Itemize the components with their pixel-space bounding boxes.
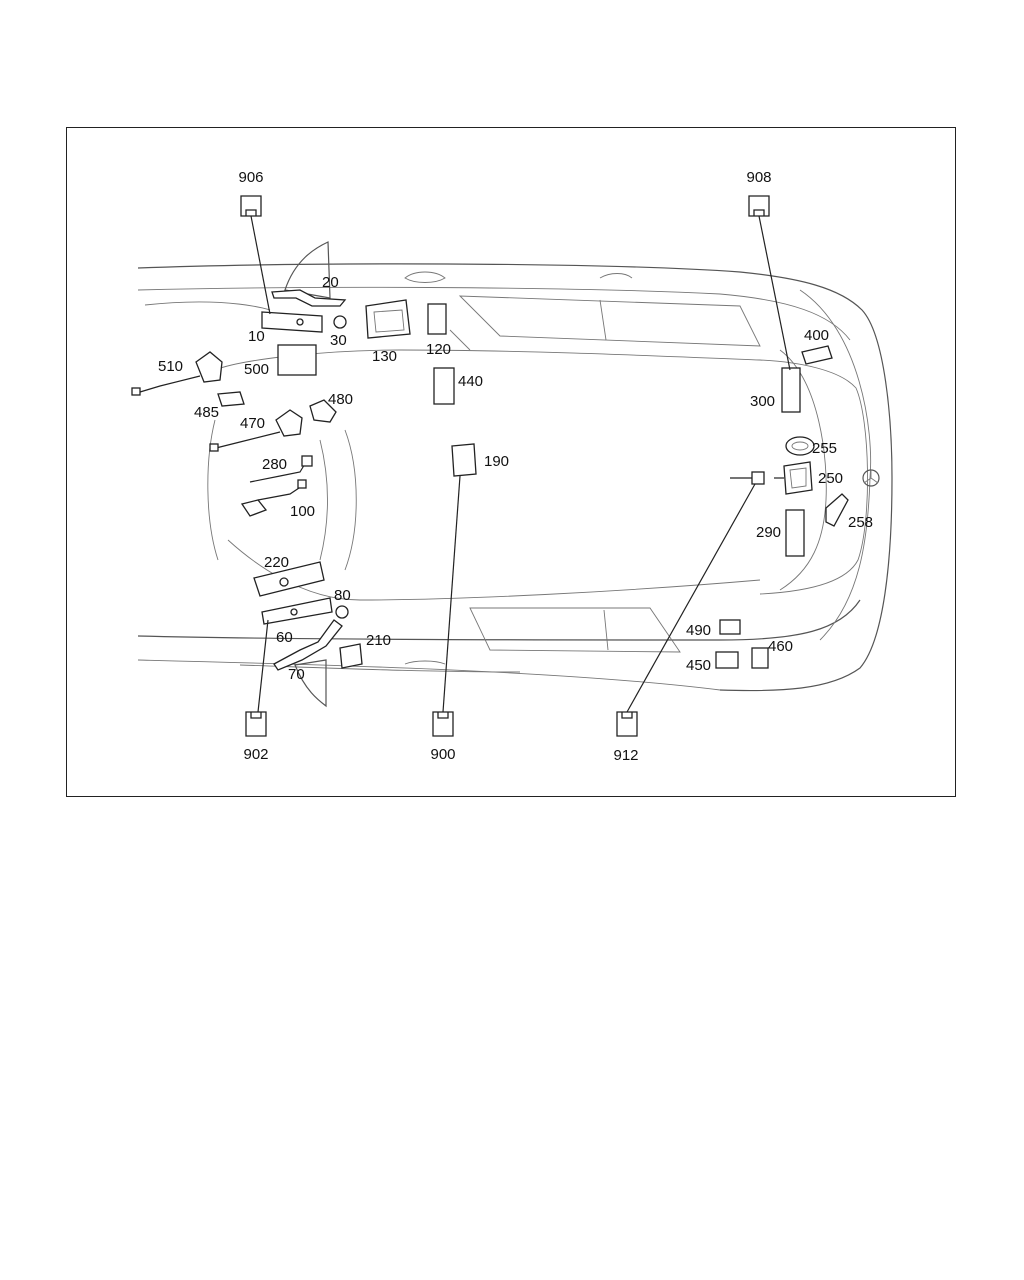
part-label: 70	[288, 666, 305, 683]
part-label: 80	[334, 587, 351, 604]
connector-symbol-908	[748, 195, 770, 217]
diagram-frame	[66, 127, 956, 797]
part-label: 280	[262, 456, 287, 473]
callout-labels: 906 908 902 900 912	[238, 169, 771, 764]
part-label: 480	[328, 391, 353, 408]
part-label: 510	[158, 358, 183, 375]
part-label: 500	[244, 361, 269, 378]
part-label: 290	[756, 524, 781, 541]
part-label: 258	[848, 514, 873, 531]
part-labels: 10 20 30 60 70 80 100 120 130 190 210 22…	[158, 274, 873, 683]
part-label: 400	[804, 327, 829, 344]
connector-symbol-900	[432, 711, 454, 737]
part-label: 300	[750, 393, 775, 410]
callout-label: 908	[746, 169, 771, 186]
callout-symbols	[240, 195, 770, 737]
part-label: 190	[484, 453, 509, 470]
connector-symbol-906	[240, 195, 262, 217]
part-label: 30	[330, 332, 347, 349]
part-label: 470	[240, 415, 265, 432]
leader-lines	[250, 215, 791, 713]
callout-label: 900	[430, 746, 455, 763]
part-label: 120	[426, 341, 451, 358]
part-label: 60	[276, 629, 293, 646]
vehicle-outline	[137, 241, 893, 708]
connector-symbol-902	[245, 711, 267, 737]
part-label: 490	[686, 622, 711, 639]
parts	[131, 289, 849, 671]
callout-label: 912	[613, 747, 638, 764]
part-label: 460	[768, 638, 793, 655]
connector-symbol-912	[616, 711, 638, 737]
part-label: 210	[366, 632, 391, 649]
part-label: 440	[458, 373, 483, 390]
part-label: 20	[322, 274, 339, 291]
part-label: 255	[812, 440, 837, 457]
part-label: 100	[290, 503, 315, 520]
part-label: 10	[248, 328, 265, 345]
callout-label: 902	[243, 746, 268, 763]
part-label: 220	[264, 554, 289, 571]
callout-label: 906	[238, 169, 263, 186]
part-label: 485	[194, 404, 219, 421]
part-label: 250	[818, 470, 843, 487]
part-label: 130	[372, 348, 397, 365]
part-label: 450	[686, 657, 711, 674]
